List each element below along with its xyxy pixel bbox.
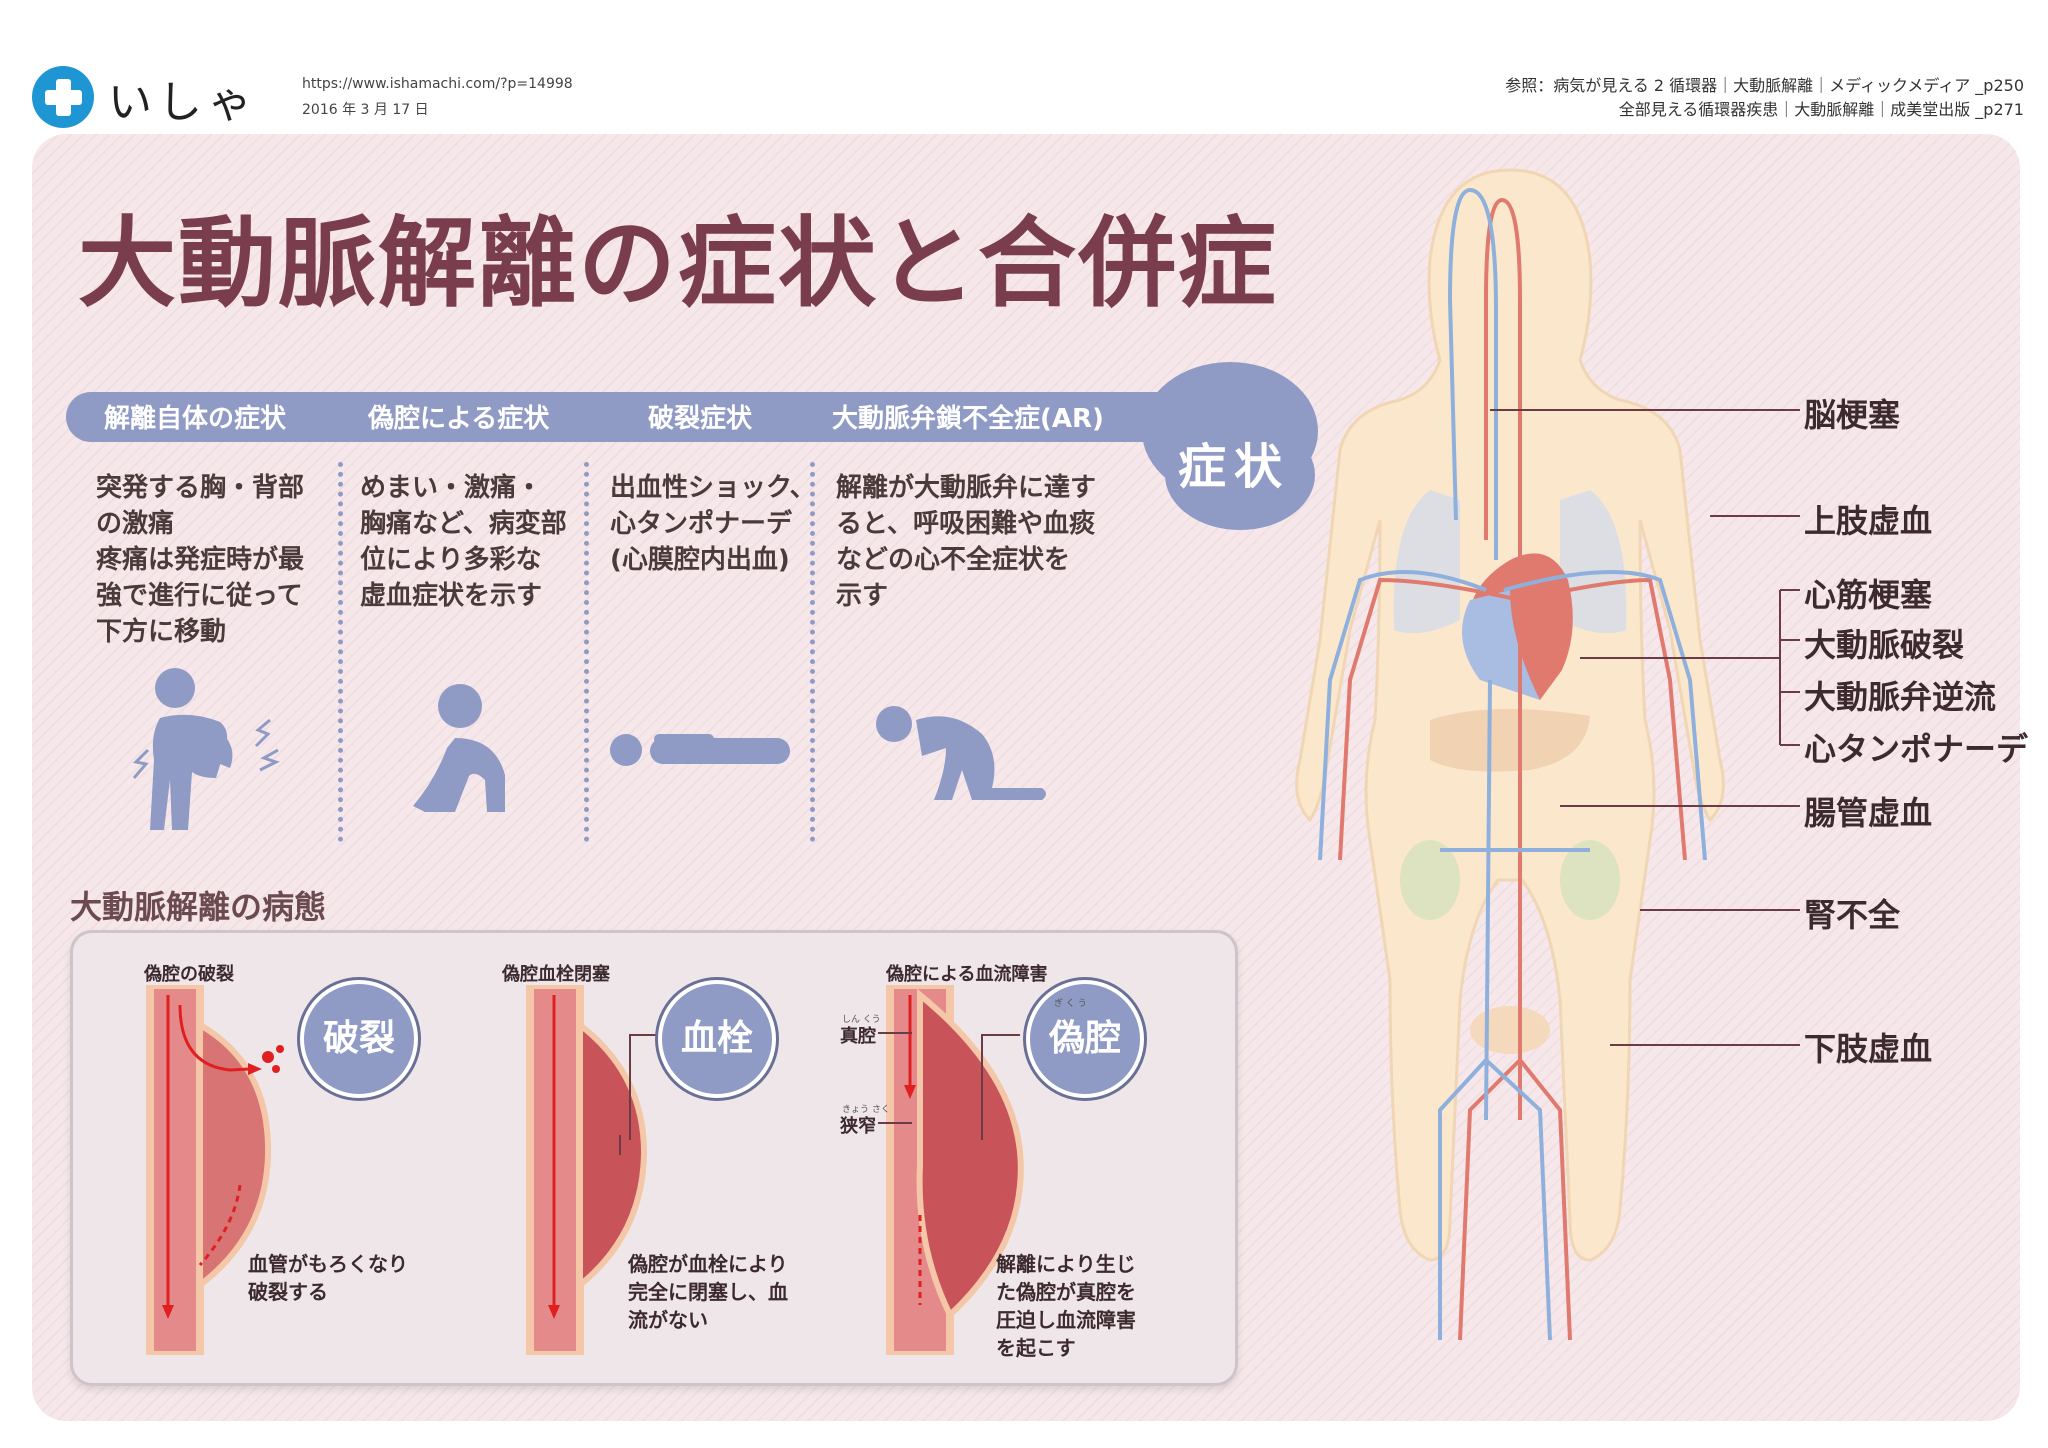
symptom-heading-4: 大動脈弁鎖不全症(AR) <box>832 404 1104 434</box>
reference-1: 参照：病気が見える 2 循環器｜大動脈解離｜メディックメディア _p250 <box>1505 76 2024 95</box>
complication-label: 心筋梗塞 <box>1804 576 1933 614</box>
text-line: 解離が大動脈弁に達す <box>836 473 1097 503</box>
ruptured-vessel-illustration <box>146 985 284 1355</box>
complication-label: 下肢虚血 <box>1804 1030 1933 1068</box>
symptom-text-3: 出血性ショック、 心タンポナーデ (心膜腔内出血) <box>610 470 816 578</box>
text-line: を起こす <box>996 1336 1076 1360</box>
symptom-text-4: 解離が大動脈弁に達す ると、呼吸困難や血痰 などの心不全症状を 示す <box>836 470 1096 614</box>
false-lumen-circle: 偽腔 <box>1026 980 1144 1098</box>
thrombosed-vessel-illustration <box>526 985 648 1355</box>
body-circulation-illustration <box>1295 168 1725 1341</box>
pathology-subtitle-2: 偽腔血栓閉塞 <box>502 964 610 985</box>
rupture-circle-label: 破裂 <box>322 1018 395 1059</box>
lying-figure-icon <box>610 734 790 766</box>
symptom-text-1: 突発する胸・背部 の激痛 疼痛は発症時が最 強で進行に従って 下方に移動 <box>96 470 304 650</box>
column-divider <box>584 462 589 842</box>
text-line: 強で進行に従って <box>96 581 303 611</box>
column-divider <box>810 462 815 842</box>
kneeling-figure-icon <box>876 706 1046 800</box>
rupture-circle: 破裂 <box>300 980 418 1098</box>
complication-label: 大動脈弁逆流 <box>1804 678 1997 716</box>
stenosis-leader <box>878 1122 912 1124</box>
text-line: ると、呼吸困難や血痰 <box>836 509 1095 539</box>
symptom-band <box>66 392 1206 442</box>
pathology-desc-1: 血管がもろくなり 破裂する <box>248 1250 408 1306</box>
text-line: 破裂する <box>248 1280 328 1304</box>
thrombus-leader-line <box>629 1034 670 1140</box>
compressed-lumen-vessel-illustration <box>886 985 1024 1355</box>
text-line: 疼痛は発症時が最 <box>96 545 305 575</box>
text-line: 心タンポナーデ <box>610 509 793 539</box>
pathology-subtitle-3: 偽腔による血流障害 <box>886 964 1048 985</box>
complication-label: 腎不全 <box>1804 896 1901 934</box>
text-line: 位により多彩な <box>360 545 542 575</box>
text-line: 血管がもろくなり <box>248 1252 408 1276</box>
text-line: (心膜腔内出血) <box>610 545 790 575</box>
text-line: 流がない <box>628 1308 708 1332</box>
stenosis-ruby: きょう さく <box>842 1105 890 1115</box>
thrombus-circle: 血栓 <box>658 980 776 1098</box>
back-pain-figure-icon <box>132 668 280 830</box>
stenosis-label: 狭窄 <box>840 1116 876 1137</box>
reference-2: 全部見える循環器疾患｜大動脈解離｜成美堂出版 _p271 <box>1618 100 2024 119</box>
pathology-title: 大動脈解離の病態 <box>70 888 327 926</box>
false-lumen-ruby: ぎ く う <box>1054 999 1087 1009</box>
medical-cross-icon <box>32 66 94 128</box>
false-lumen-leader-line <box>981 1034 1020 1140</box>
false-lumen-circle-label: 偽腔 <box>1048 1018 1121 1059</box>
text-line: 虚血症状を示す <box>360 581 543 611</box>
thrombus-circle-label: 血栓 <box>680 1018 753 1059</box>
text-line: 突発する胸・背部 <box>96 473 305 503</box>
complication-label: 心タンポナーデ <box>1804 730 2029 768</box>
symptom-heading-3: 破裂症状 <box>648 404 753 434</box>
text-line: 圧迫し血流障害 <box>996 1308 1136 1332</box>
text-line: た偽腔が真腔を <box>996 1280 1136 1304</box>
text-line: 完全に閉塞し、血 <box>628 1280 788 1304</box>
column-divider <box>338 462 343 842</box>
symptom-band-blob-lower <box>1165 420 1315 530</box>
crouching-figure-icon <box>413 684 505 812</box>
text-line: 下方に移動 <box>96 617 227 647</box>
true-lumen-label: 真腔 <box>840 1026 876 1047</box>
text-line: の激痛 <box>96 509 175 539</box>
symptom-heading-1: 解離自体の症状 <box>104 404 287 434</box>
complication-label: 腸管虚血 <box>1804 794 1933 832</box>
text-line: 偽腔が血栓により <box>628 1252 788 1276</box>
text-line: 示す <box>836 581 889 611</box>
true-lumen-leader <box>878 1032 912 1034</box>
complication-label: 上肢虚血 <box>1804 502 1933 540</box>
pathology-desc-3: 解離により生じ た偽腔が真腔を 圧迫し血流障害 を起こす <box>996 1250 1136 1362</box>
text-line: めまい・激痛・ <box>360 473 543 503</box>
pathology-desc-2: 偽腔が血栓により 完全に閉塞し、血 流がない <box>628 1250 788 1334</box>
text-line: 胸痛など、病変部 <box>360 509 567 539</box>
complication-leader-lines <box>1490 409 1800 1046</box>
true-lumen-ruby: しん くう <box>842 1015 881 1025</box>
symptom-tag: 症状 <box>1178 439 1291 495</box>
logo: いしゃまち <box>32 60 282 192</box>
symptom-heading-2: 偽腔による症状 <box>368 404 550 434</box>
pathology-subtitle-1: 偽腔の破裂 <box>144 964 234 985</box>
source-url: https://www.ishamachi.com/?p=14998 <box>302 76 573 92</box>
symptom-text-2: めまい・激痛・ 胸痛など、病変部 位により多彩な 虚血症状を示す <box>360 470 567 614</box>
text-line: 解離により生じ <box>996 1252 1136 1276</box>
complication-label: 大動脈破裂 <box>1804 626 1965 664</box>
complication-label: 脳梗塞 <box>1804 396 1901 434</box>
text-line: 出血性ショック、 <box>610 473 816 503</box>
text-line: などの心不全症状を <box>836 545 1071 575</box>
publish-date: 2016 年 3 月 17 日 <box>302 102 429 118</box>
page-title: 大動脈解離の症状と合併症 <box>78 206 1279 321</box>
